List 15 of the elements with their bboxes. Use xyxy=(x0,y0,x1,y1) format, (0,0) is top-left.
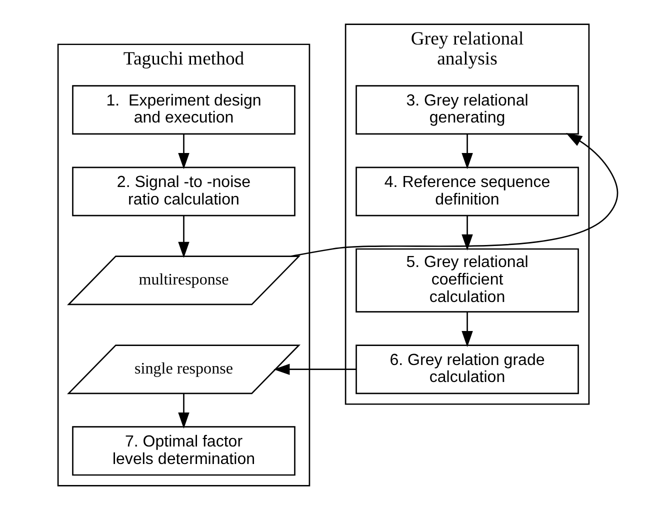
node-box: 1. Experiment design and execution xyxy=(72,85,296,135)
arrow xyxy=(274,364,356,375)
node-box: 3. Grey relational generating xyxy=(356,85,579,135)
node-box: 5. Grey relational coefficient calculation xyxy=(356,248,579,312)
arrow xyxy=(290,133,618,257)
arrow xyxy=(462,312,473,348)
node-box: 6. Grey relation grade calculation xyxy=(356,344,579,394)
node-box: 7. Optimal factor levels determination xyxy=(72,426,296,476)
arrow xyxy=(178,394,190,429)
arrow xyxy=(178,216,190,258)
arrow xyxy=(178,134,190,170)
arrow xyxy=(462,134,473,170)
node-box: 4. Reference sequence definition xyxy=(356,166,579,216)
node-box: 2. Signal -to -noise ratio calculation xyxy=(72,166,296,216)
arrow xyxy=(462,216,473,250)
